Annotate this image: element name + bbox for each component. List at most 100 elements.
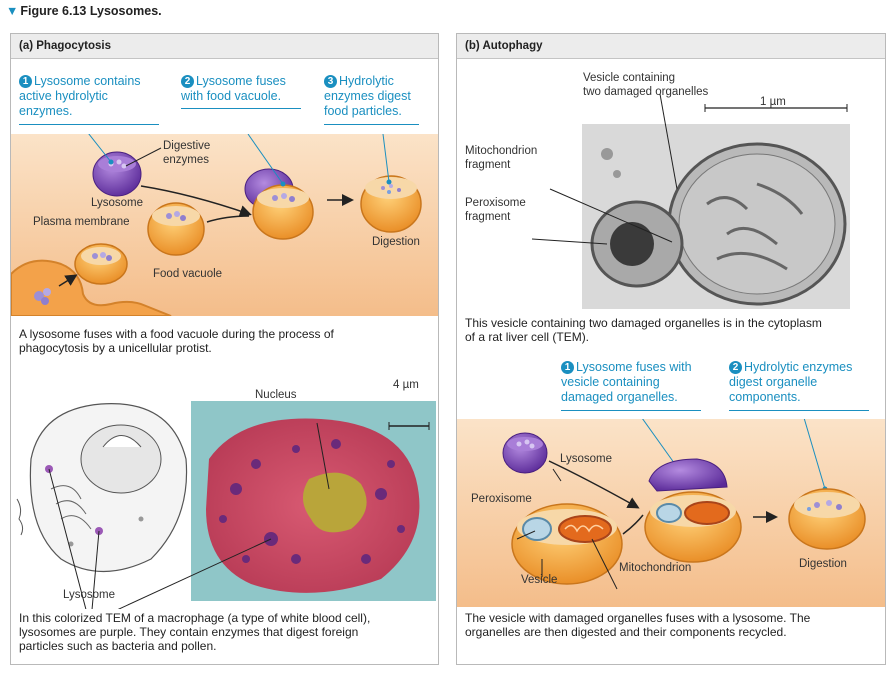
pointer-nucleus [316,422,330,490]
label-food-vacuole: Food vacuole [153,268,223,280]
pointer-lysosome [48,468,87,609]
label-digestion-b: Digestion [799,558,847,570]
fused-vacuole-icon [244,168,314,240]
collapse-triangle-icon[interactable]: ▼ [6,4,19,18]
label-mito-line2: fragment [465,159,511,171]
step-b1-rule [561,410,701,411]
caption-a2-line2: lysosomes are purple. They contain enzym… [19,625,359,639]
step-b2-pointer [803,419,826,490]
caption-b1-line2: of a rat liver cell (TEM). [465,330,590,344]
step-a3-pointer [382,134,390,183]
pointer-peroxisome-fragment [531,238,608,245]
step-b1-line2: vesicle containing [561,375,660,389]
mitochondrion-icon [558,515,612,543]
label-digestive-line2: enzymes [163,154,210,166]
step-a1-line1: Lysosome contains [34,74,141,88]
label-vesicle-line1: Vesicle containing [583,72,676,84]
pointer-lysosome [91,530,100,609]
label-perox-fragment: Peroxisome fragment [465,196,526,224]
autophagy-illustration [457,419,885,607]
step-a3-rule [324,124,419,125]
step-b2-line3: components. [729,390,801,404]
lysosome-icon [92,151,142,197]
caption-a1-line2: phagocytosis by a unicellular protist. [19,341,212,355]
caption-b1-line1: This vesicle containing two damaged orga… [465,316,822,330]
caption-b2-line1: The vesicle with damaged organelles fuse… [465,611,811,625]
step-number-badge: 1 [561,361,574,374]
step-number-badge: 2 [729,361,742,374]
digestion-vacuole-icon [360,175,422,233]
label-scale-a: 4 µm [393,379,419,391]
phagocytosis-illustration [11,134,438,316]
label-vesicle-line2: two damaged organelles [583,86,709,98]
figure-title-text: Figure 6.13 Lysosomes. [20,4,162,18]
label-perox-line1: Peroxisome [465,197,526,209]
panel-autophagy: (b) Autophagy Vesicle containing two dam… [456,33,886,665]
caption-a2-line3: particles such as bacteria and pollen. [19,639,217,653]
label-plasma-membrane: Plasma membrane [33,216,130,228]
step-a2-line1: Lysosome fuses [196,74,286,88]
step-a3-line1: Hydrolytic [339,74,394,88]
step-a1-line2: active hydrolytic [19,89,108,103]
arrow-icon [622,514,644,535]
figure-title: ▼Figure 6.13 Lysosomes. [6,4,162,18]
label-vesicle: Vesicle [521,574,558,586]
label-mitochondrion: Mitochondrion [619,562,692,574]
digestion-vesicle-icon [788,488,866,550]
pointer-vesicle [659,94,678,190]
arrow-icon [140,185,252,217]
vesicle-icon [511,503,623,585]
step-b2-rule [729,410,869,411]
step-a2-pointer-dot [280,181,286,187]
label-lysosome-b: Lysosome [560,453,612,465]
step-a3-line3: food particles. [324,104,402,118]
step-number-badge: 2 [181,75,194,88]
panel-b-header: (b) Autophagy [457,34,885,59]
label-digestion-a: Digestion [372,236,420,248]
step-b2-line1: Hydrolytic enzymes [744,360,853,374]
label-scale-b: 1 µm [760,96,786,108]
label-lysosome-a: Lysosome [91,197,143,209]
caption-b2-line2: organelles are then digested and their c… [465,625,787,639]
autophagy-tem-image [531,94,850,309]
label-lysosome-micro: Lysosome [63,589,115,601]
arrow-icon [58,274,78,287]
macrophage-figure [16,401,436,609]
macrophage-tem-image [191,401,436,601]
caption-phagocytosis: A lysosome fuses with a food vacuole dur… [19,327,334,355]
step-a2-rule [181,108,301,109]
lysosome-icon [502,432,548,474]
peroxisome-icon [522,517,552,541]
step-b1-line1: Lysosome fuses with [576,360,692,374]
step-a2-line2: with food vacuole. [181,89,282,103]
step-a3-pointer-dot [386,179,392,185]
label-mito-line1: Mitochondrion [465,145,538,157]
caption-macrophage: In this colorized TEM of a macrophage (a… [19,611,370,653]
step-number-badge: 1 [19,75,32,88]
fused-vesicle-icon [644,458,742,563]
cell-diagram-icon [16,403,188,573]
pointer-line [125,147,162,167]
step-a1-pointer [88,134,112,163]
step-b1-pointer [642,419,678,468]
step-b2-line2: digest organelle [729,375,818,389]
label-vesicle-containing: Vesicle containing two damaged organelle… [583,71,708,99]
pointer-peroxisome [516,530,536,540]
label-digestive-line1: Digestive [163,140,211,152]
caption-autophagy-tem: This vesicle containing two damaged orga… [465,316,822,344]
label-digestive-enzymes: Digestive enzymes [163,139,210,167]
step-b1-line3: damaged organelles. [561,390,678,404]
engulfing-vacuole-icon [74,243,128,285]
step-a2-pointer [247,134,284,185]
step-a1-pointer-dot [108,159,114,165]
food-particle-icon [34,288,51,305]
label-mito-fragment: Mitochondrion fragment [465,144,537,172]
arrow-icon [206,215,250,223]
caption-a2-line1: In this colorized TEM of a macrophage (a… [19,611,371,625]
caption-autophagy: The vesicle with damaged organelles fuse… [465,611,810,639]
pointer-lysosome [117,538,272,609]
